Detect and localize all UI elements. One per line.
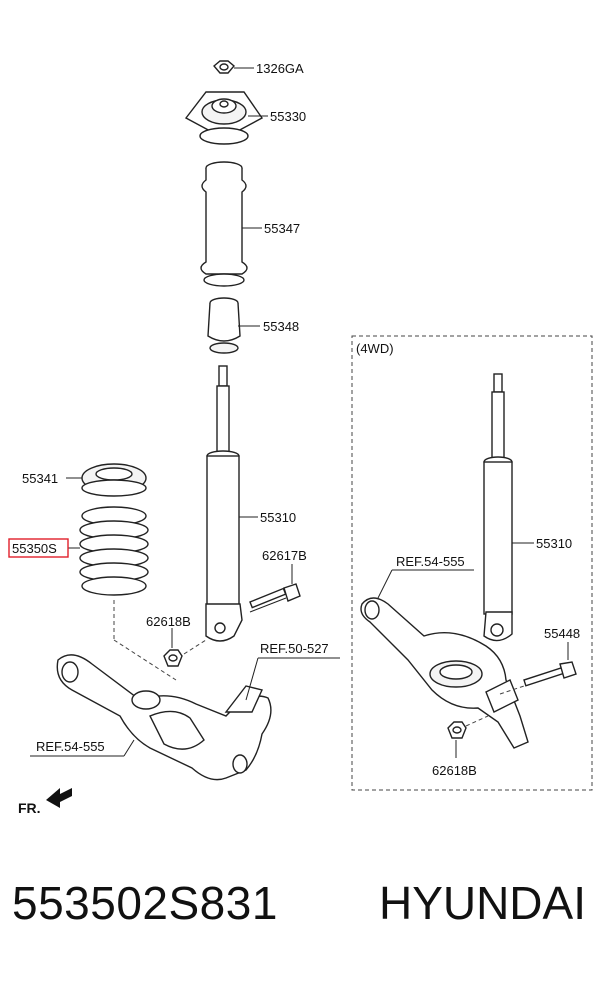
lower-arm-assembly-right bbox=[360, 569, 529, 749]
lower-arm-assembly-left bbox=[30, 654, 340, 781]
label-4wd: (4WD) bbox=[356, 341, 394, 356]
dust-cover-55347 bbox=[200, 161, 262, 287]
bolt-62617b bbox=[249, 564, 301, 613]
label-55310-right: 55310 bbox=[536, 536, 572, 551]
part-number: 553502S831 bbox=[12, 877, 278, 929]
bump-stopper-55348 bbox=[207, 297, 260, 354]
footer: 553502S831 HYUNDAI bbox=[0, 876, 600, 956]
label-55348: 55348 bbox=[263, 319, 299, 334]
label-55448: 55448 bbox=[544, 626, 580, 641]
label-fr: FR. bbox=[18, 800, 41, 816]
label-62618b-left: 62618B bbox=[146, 614, 191, 629]
label-55341: 55341 bbox=[22, 471, 58, 486]
shock-absorber-55310-left bbox=[205, 365, 258, 642]
label-62617b: 62617B bbox=[262, 548, 307, 563]
label-55310-left: 55310 bbox=[260, 510, 296, 525]
label-1326ga: 1326GA bbox=[256, 61, 304, 76]
nut-62618b-left bbox=[163, 628, 207, 667]
4wd-variant-box bbox=[351, 335, 593, 791]
nut-62618b-right bbox=[447, 715, 489, 758]
nut-1326ga bbox=[213, 60, 254, 74]
highlight-box-55350s bbox=[8, 538, 69, 558]
label-ref50527: REF.50-527 bbox=[260, 641, 329, 656]
label-55347: 55347 bbox=[264, 221, 300, 236]
suspension-parts-diagram: 1326GA 55330 55347 55348 55310 bbox=[8, 60, 593, 816]
front-direction-arrow-icon bbox=[46, 788, 72, 808]
brand-name: HYUNDAI bbox=[378, 877, 586, 929]
label-ref54555-left: REF.54-555 bbox=[36, 739, 105, 754]
label-55330: 55330 bbox=[270, 109, 306, 124]
coil-spring-55350s bbox=[68, 506, 177, 681]
spring-pad-55341 bbox=[66, 463, 147, 497]
label-62618b-right: 62618B bbox=[432, 763, 477, 778]
shock-absorber-55310-right bbox=[483, 373, 534, 642]
strut-mount-55330 bbox=[184, 91, 268, 145]
bolt-55448 bbox=[499, 642, 577, 695]
label-ref54555-right: REF.54-555 bbox=[396, 554, 465, 569]
label-55350s: 55350S bbox=[12, 541, 57, 556]
